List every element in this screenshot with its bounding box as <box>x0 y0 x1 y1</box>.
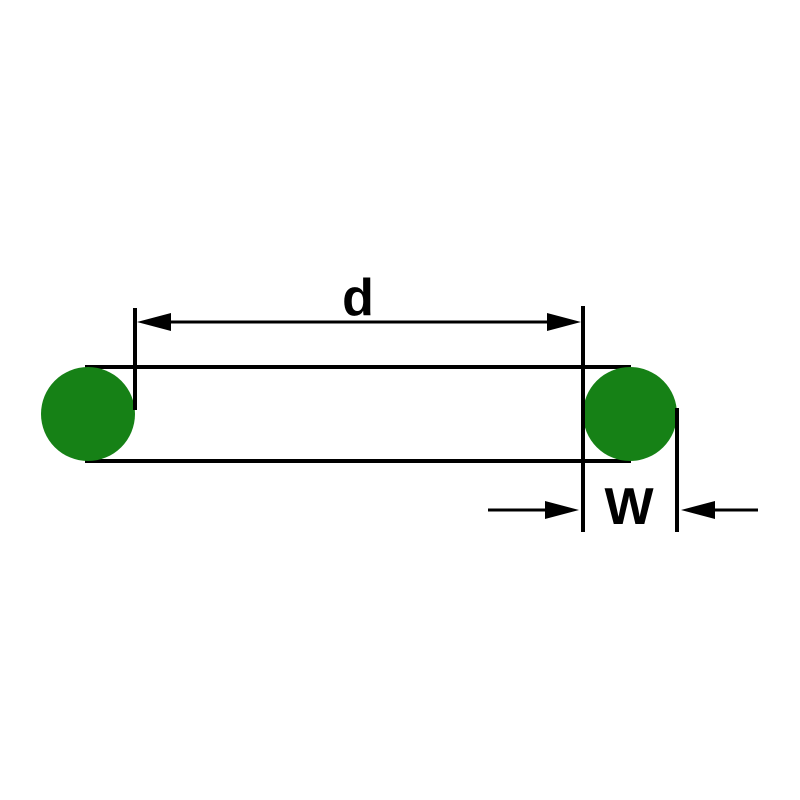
oring-left-cross-section <box>41 367 135 461</box>
d-arrowhead-right <box>547 313 581 331</box>
w-arrowhead-right <box>681 501 715 519</box>
d-dimension-label: d <box>342 269 374 327</box>
w-dimension-label: W <box>604 478 654 536</box>
oring-right-cross-section <box>583 367 677 461</box>
d-arrowhead-left <box>137 313 171 331</box>
w-arrowhead-left <box>545 501 579 519</box>
